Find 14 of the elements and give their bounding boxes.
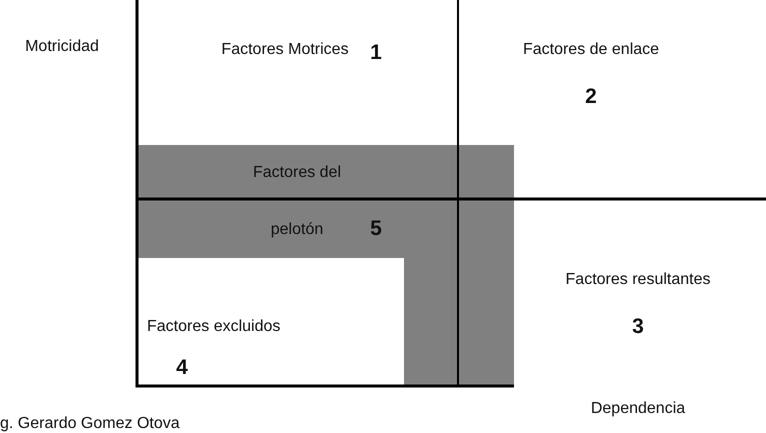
- quadrant-number: 1: [370, 43, 382, 63]
- l-shaped-band: [137, 145, 514, 386]
- quadrant-number: 4: [176, 358, 188, 378]
- axis-label: Motricidad: [25, 38, 99, 56]
- quadrant-number: 2: [585, 87, 597, 107]
- axis-label: Dependencia: [590, 400, 686, 418]
- quadrant-label: Factores excluidos: [147, 317, 280, 337]
- author-credit: g. Gerardo Gomez Otova: [0, 415, 180, 433]
- quadrant-label: Factores de enlace: [522, 40, 660, 60]
- quadrant-number: 3: [632, 317, 644, 337]
- quadrant-label: Factores Motrices: [221, 40, 349, 60]
- quadrant-number: 5: [370, 219, 382, 239]
- quadrant-label: Factores del pelotón: [252, 163, 342, 240]
- quadrant-label: Factores resultantes: [566, 270, 710, 290]
